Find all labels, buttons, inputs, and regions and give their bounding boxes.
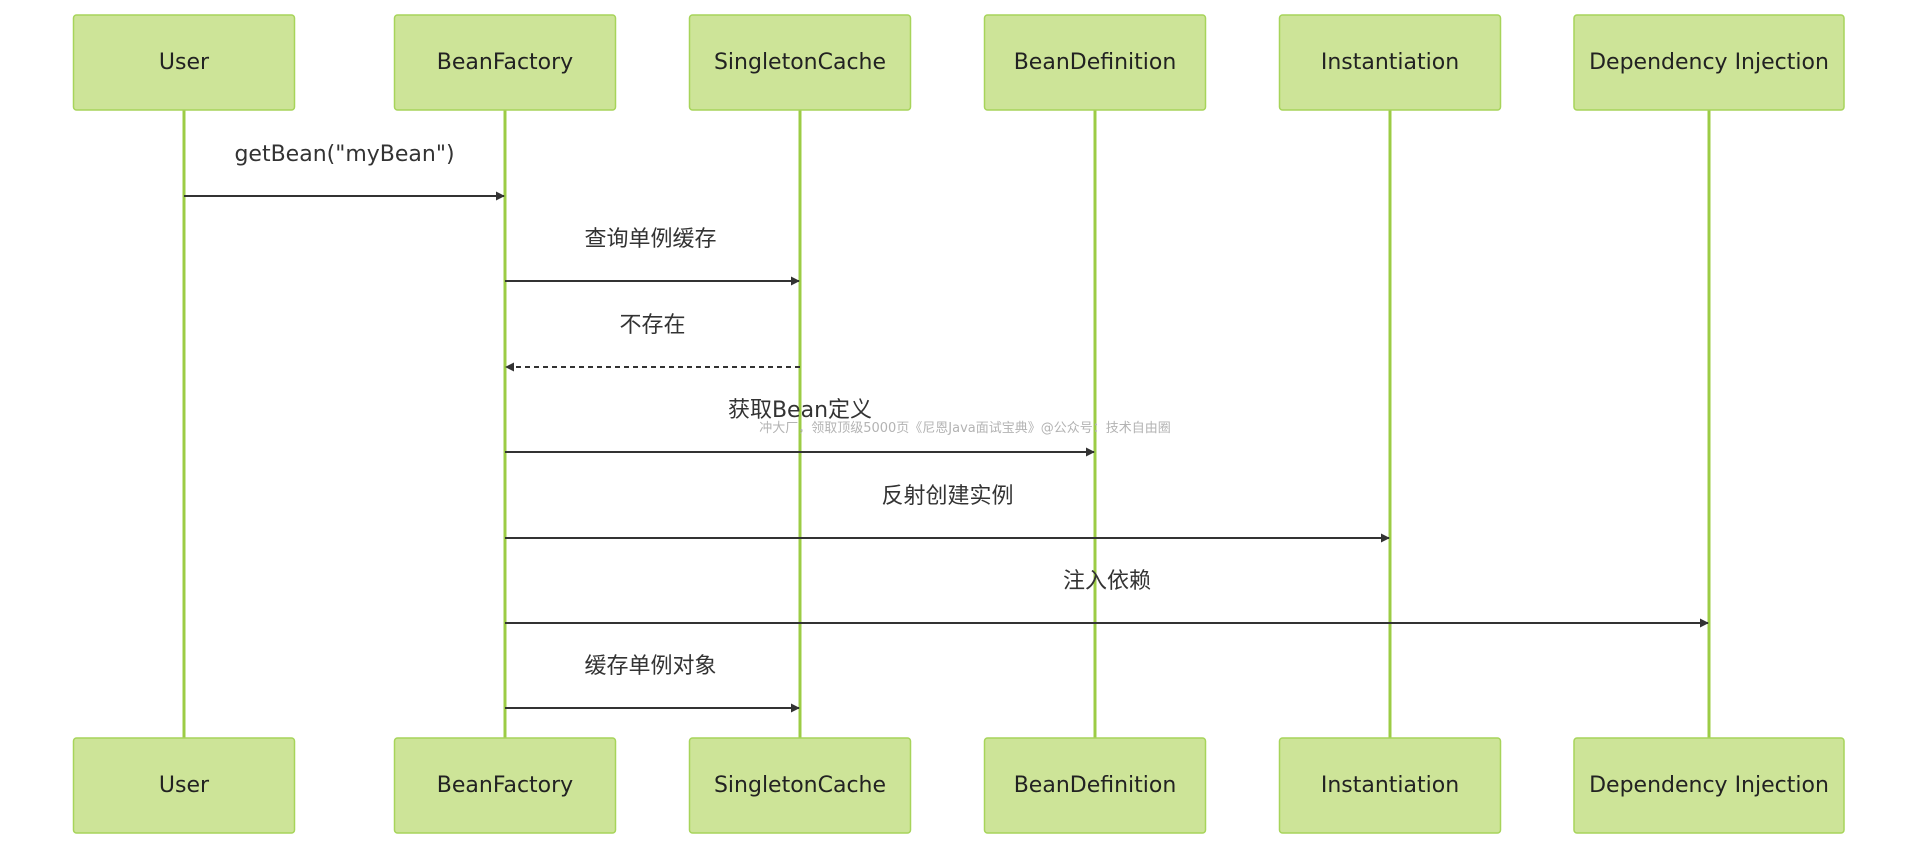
participant-label: SingletonCache: [714, 773, 886, 798]
participant-box: [1573, 737, 1845, 834]
message-label: 查询单例缓存: [584, 227, 716, 252]
participant-dependency-injection-bottom: Dependency Injection: [1573, 737, 1845, 834]
message-label: getBean("myBean"): [234, 142, 454, 167]
participant-label: Dependency Injection: [1589, 773, 1829, 798]
message-7: 缓存单例对象: [505, 654, 800, 713]
participant-instantiation-bottom: Instantiation: [1278, 737, 1502, 834]
participant-box: [688, 14, 912, 111]
participant-label: User: [159, 773, 210, 798]
message-label: 获取Bean定义: [728, 398, 872, 423]
message-1: getBean("myBean"): [184, 142, 505, 201]
participant-box: [983, 14, 1207, 111]
participant-instantiation-top: Instantiation: [1278, 14, 1502, 111]
message-label: 注入依赖: [1063, 569, 1151, 594]
participant-label: Instantiation: [1321, 773, 1459, 798]
participant-label: Dependency Injection: [1589, 50, 1829, 75]
message-5: 反射创建实例: [505, 484, 1390, 543]
messages: getBean("myBean") 查询单例缓存不存在获取Bean定义反射创建实例…: [184, 142, 1709, 713]
participant-box: [393, 14, 617, 111]
message-2: 查询单例缓存: [505, 227, 800, 286]
participant-box: [1278, 737, 1502, 834]
participant-user-top: User: [72, 14, 296, 111]
participant-dependency-injection-top: Dependency Injection: [1573, 14, 1845, 111]
participant-label: BeanDefinition: [1014, 773, 1177, 798]
participant-singletoncache-top: SingletonCache: [688, 14, 912, 111]
participant-beanfactory-bottom: BeanFactory: [393, 737, 617, 834]
message-4: 获取Bean定义: [505, 398, 1095, 457]
watermark-text: 冲大厂，领取顶级5000页《尼恩Java面试宝典》@公众号：技术自由圈: [759, 421, 1171, 436]
participant-label: SingletonCache: [714, 50, 886, 75]
participant-label: User: [159, 50, 210, 75]
participant-box: [688, 737, 912, 834]
participant-label: BeanFactory: [437, 773, 573, 798]
participant-label: BeanDefinition: [1014, 50, 1177, 75]
participant-box: [393, 737, 617, 834]
participant-beandefinition-bottom: BeanDefinition: [983, 737, 1207, 834]
participant-box: [72, 737, 296, 834]
participant-box: [983, 737, 1207, 834]
message-label: 不存在: [619, 313, 685, 338]
message-3: 不存在: [505, 313, 800, 372]
participant-box: [72, 14, 296, 111]
participant-label: BeanFactory: [437, 50, 573, 75]
message-6: 注入依赖: [505, 569, 1709, 628]
participant-beandefinition-top: BeanDefinition: [983, 14, 1207, 111]
participant-label: Instantiation: [1321, 50, 1459, 75]
message-label: 缓存单例对象: [584, 654, 716, 679]
lifelines: [182, 110, 1711, 738]
participant-box: [1573, 14, 1845, 111]
participant-box: [1278, 14, 1502, 111]
message-label: 反射创建实例: [881, 484, 1013, 509]
participants: UserUserBeanFactoryBeanFactorySingletonC…: [72, 14, 1845, 834]
participant-user-bottom: User: [72, 737, 296, 834]
participant-beanfactory-top: BeanFactory: [393, 14, 617, 111]
participant-singletoncache-bottom: SingletonCache: [688, 737, 912, 834]
